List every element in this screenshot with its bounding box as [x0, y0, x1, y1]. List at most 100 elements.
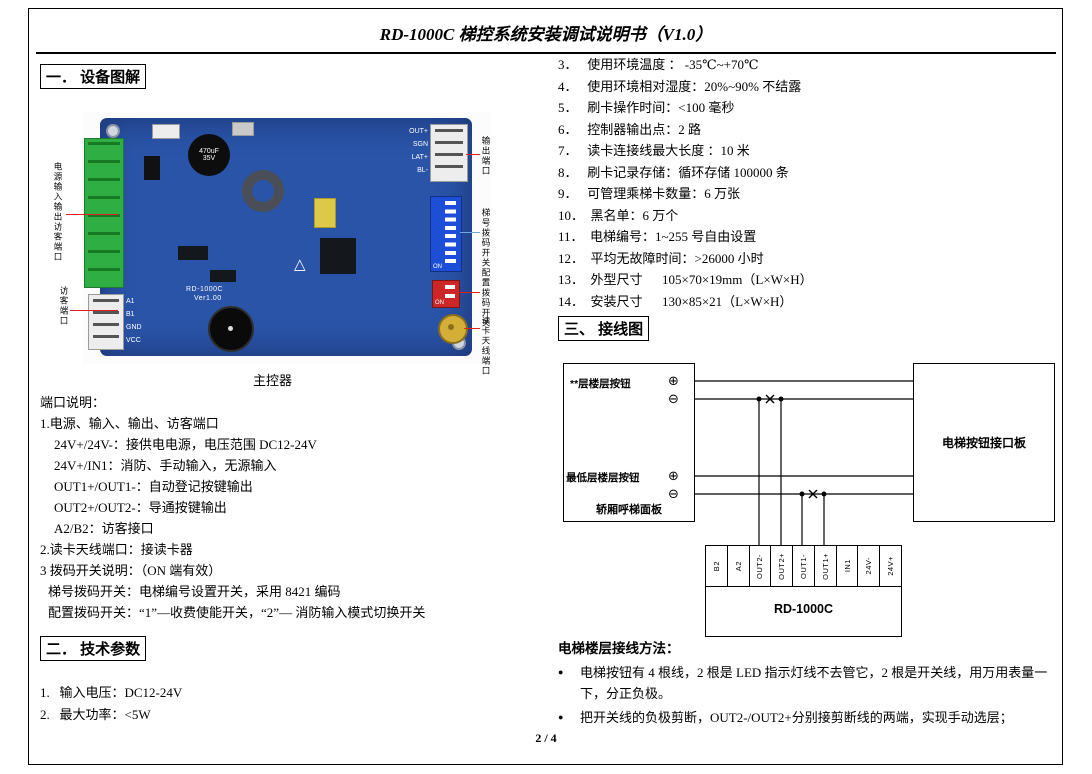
callout-label-config-dip: 配置拨码开关 [481, 268, 491, 328]
section3-heading-wrap: 三、 接线图 [558, 316, 650, 341]
callout-label-antenna-port: 读卡天线端口 [481, 316, 491, 376]
page-border [28, 8, 1063, 765]
ic-chip [178, 246, 208, 260]
yellow-component [314, 198, 336, 228]
dip-switch-elevator-number: ON [430, 196, 462, 272]
tech-item: 9． 可管理乘梯卡数量：6 万张 [558, 186, 741, 201]
elevator-button-interface-box: 电梯按钮接口板 [913, 363, 1055, 522]
port-line: A2/B2：访客接口 [54, 521, 154, 536]
small-connector [152, 124, 180, 139]
page-number: 2 / 4 [535, 731, 557, 745]
car-call-panel-box: **层楼层按钮 ⊕ ⊖ 最低层楼层按钮 ⊕ ⊖ 轿厢呼梯面板 [563, 363, 695, 522]
wiring-diagram: **层楼层按钮 ⊕ ⊖ 最低层楼层按钮 ⊕ ⊖ 轿厢呼梯面板 电梯按钮接口板 B… [555, 355, 1060, 640]
port-line: 24V+/24V-：接供电电源，电压范围 DC12-24V [54, 437, 317, 452]
tech-params-left: 1. 输入电压：DC12-24V 2. 最大功率：<5W [40, 682, 340, 725]
main-chip [320, 238, 356, 274]
plus-terminal: ⊕ [668, 469, 679, 484]
tech-item: 11． 电梯编号：1~255 号自由设置 [558, 229, 757, 244]
ic-chip [210, 270, 236, 282]
pin-label: A1 [126, 298, 135, 305]
tech-item: 5． 刷卡操作时间：<100 毫秒 [558, 100, 735, 115]
terminal-cell: IN1 [837, 546, 859, 586]
wiring-method: 电梯楼层接线方法： ● 电梯按钮有 4 根线，2 根是 LED 指示灯线不去管它… [558, 638, 1060, 728]
tech-item: 12． 平均无故障时间：>26000 小时 [558, 250, 764, 266]
method-title: 电梯楼层接线方法： [558, 641, 680, 656]
power-terminal-block [84, 138, 124, 288]
tech-item: 14． 安装尺寸 130×85×21（L×W×H） [558, 293, 793, 309]
tech-item: 2. 最大功率：<5W [40, 706, 151, 722]
terminal-cell: OUT1- [793, 546, 815, 586]
tech-item: 7． 读卡连接线最大长度 ：10 米 [558, 143, 750, 158]
mount-hole-icon [106, 124, 120, 138]
section2-heading-wrap: 二． 技术参数 [40, 636, 147, 661]
pin-label: SGN [412, 141, 428, 148]
bullet-icon: ● [558, 667, 564, 677]
section2-heading: 二． 技术参数 [40, 636, 147, 661]
figure-caption: 主控器 [252, 373, 292, 388]
bullet-icon: ● [558, 712, 564, 722]
terminal-cell: OUT2+ [771, 546, 794, 586]
port-line: 1.电源、输入、输出、访客端口 [40, 416, 219, 431]
terminal-strip: B2 A2 OUT2- OUT2+ OUT1- OUT1+ IN1 24V- 2… [706, 546, 901, 587]
silkscreen-model: RD-1000C [186, 286, 224, 293]
tech-item: 10． 黑名单：6 万个 [558, 207, 679, 223]
callout-line [458, 292, 480, 293]
on-label: ON [435, 300, 444, 306]
doc-title: RD-1000C 梯控系统安装调试说明书（V1.0） [379, 25, 713, 44]
callout-line [466, 154, 480, 155]
callout-label-elevator-dip: 梯号拨码开关 [481, 208, 491, 268]
silkscreen-version: Ver1.00 [194, 295, 222, 302]
pin-label: B1 [126, 311, 135, 318]
floor-button-label: **层楼层按钮 [570, 378, 631, 390]
callout-label-visitor-port: 访客端口 [59, 286, 69, 326]
controller-box: B2 A2 OUT2- OUT2+ OUT1- OUT1+ IN1 24V- 2… [705, 545, 902, 637]
terminal-cell: 24V- [858, 546, 881, 586]
lowest-floor-button-label: 最低层楼层按钮 [566, 472, 640, 484]
terminal-cell: OUT1+ [815, 546, 837, 586]
port-line: 梯号拨码开关：电梯编号设置开关，采用 8421 编码 [48, 584, 341, 599]
buzzer [208, 306, 254, 352]
pin-label: VCC [126, 337, 141, 344]
tech-params-right: 3． 使用环境温度 ： -35℃~+70℃ 4． 使用环境相对湿度：20%~90… [558, 54, 1058, 312]
controller-label: RD-1000C [773, 602, 834, 616]
terminal-cell: 24V+ [886, 556, 896, 576]
voltage-regulator [144, 156, 160, 180]
pin-label: BL- [417, 167, 428, 174]
antenna-connector [438, 314, 468, 344]
electrolytic-capacitor: 470uF 35V [188, 134, 230, 176]
interface-box-label: 电梯按钮接口板 [941, 436, 1026, 450]
small-connector [232, 122, 254, 136]
pcb-figure: A1 B1 GND VCC 470uF 35V RD-1000C Ver1.00… [50, 112, 495, 378]
terminal-cell: OUT2- [750, 546, 772, 586]
dip-switch-config: ON [432, 280, 460, 308]
section3-heading: 三、 接线图 [558, 316, 650, 341]
pcb-photo: A1 B1 GND VCC 470uF 35V RD-1000C Ver1.00… [82, 112, 490, 364]
plus-terminal: ⊕ [668, 374, 679, 389]
toroid-inductor [242, 170, 284, 212]
car-call-panel-caption: 轿厢呼梯面板 [596, 504, 662, 516]
callout-label-output-port: 输出端口 [481, 136, 491, 176]
tech-item: 6． 控制器输出点：2 路 [558, 121, 702, 137]
callout-line [66, 214, 118, 215]
minus-terminal: ⊖ [668, 487, 679, 502]
tech-item: 1. 输入电压：DC12-24V [40, 685, 183, 700]
ports-title: 端口说明： [40, 395, 106, 410]
callout-line [460, 232, 480, 233]
pin-label: GND [126, 324, 142, 331]
port-description: 端口说明： 1.电源、输入、输出、访客端口 24V+/24V-：接供电电源，电压… [40, 392, 520, 623]
port-line: OUT2+/OUT2-：导通按键输出 [54, 500, 227, 515]
capacitor-label: 470uF [199, 148, 219, 155]
port-line: 2.读卡天线端口：接读卡器 [40, 542, 193, 557]
minus-terminal: ⊖ [668, 392, 679, 407]
port-line: 24V+/IN1：消防、手动输入，无源输入 [54, 458, 277, 473]
terminal-cell: B2 [706, 546, 728, 586]
tech-item: 3． 使用环境温度 ： -35℃~+70℃ [558, 57, 759, 72]
method-bullet-text: 电梯按钮有 4 根线，2 根是 LED 指示灯线不去管它，2 根是开关线，用万用… [580, 665, 1048, 701]
title-rule [36, 52, 1056, 54]
port-line: 3 拨码开关说明：（ON 端有效） [40, 563, 222, 578]
terminal-cell: A2 [728, 546, 750, 586]
callout-label-power-ports: 电源输入输出访客端口 [53, 162, 63, 262]
pin-label: OUT+ [409, 128, 428, 135]
method-bullet-text: 把开关线的负极剪断，OUT2-/OUT2+分别接剪断线的两端，实现手动选层； [580, 710, 1013, 725]
callout-line [70, 310, 118, 311]
